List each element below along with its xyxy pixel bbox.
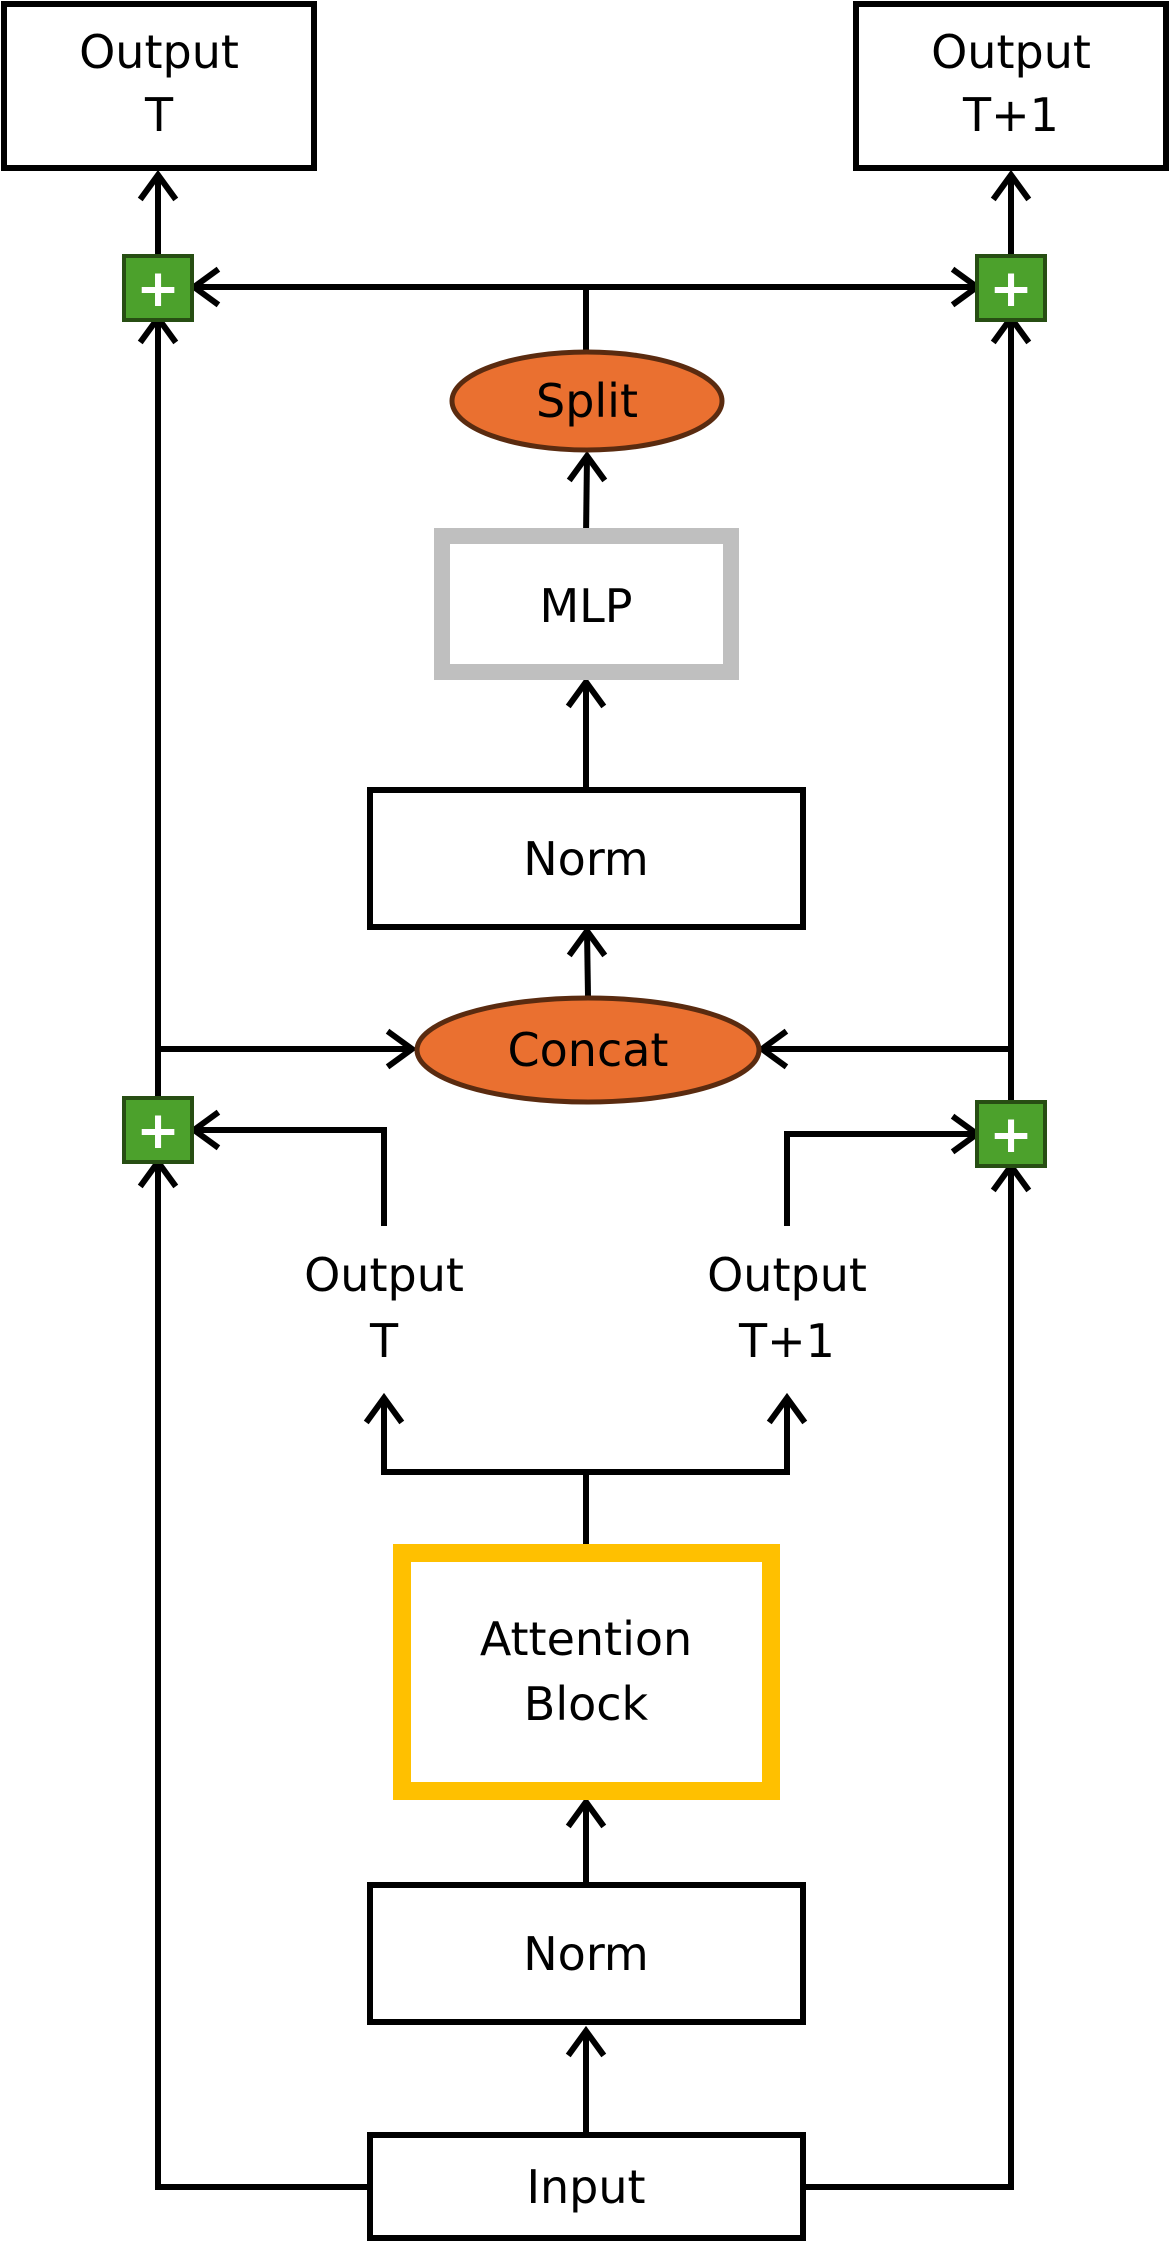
norm-lower-box: Norm xyxy=(367,1882,806,2025)
norm-lower-label: Norm xyxy=(523,1927,648,1981)
arrowhead xyxy=(566,925,608,958)
attention-block-box: Attention Block xyxy=(393,1544,780,1800)
output-t-mid: Output T xyxy=(304,1248,464,1368)
arrowhead xyxy=(565,676,607,709)
arrowhead xyxy=(766,1392,808,1425)
attention-line2: Block xyxy=(524,1677,649,1731)
split-node: Split xyxy=(449,349,725,453)
output-t-top-line1: Output xyxy=(79,25,239,79)
mlp-box: MLP xyxy=(434,528,739,680)
mlp-label: MLP xyxy=(539,579,632,633)
edge-input-residual-left xyxy=(155,1162,370,2190)
arrowhead xyxy=(385,1028,418,1070)
output-t1-top-box: Output T+1 xyxy=(853,1,1169,171)
arrowhead xyxy=(990,169,1032,202)
arrowhead xyxy=(565,1796,607,1829)
edge-concat-to-norm-upper xyxy=(584,930,591,997)
norm-upper-box: Norm xyxy=(367,787,806,930)
plus-glyph: + xyxy=(136,259,180,319)
plus-icon xyxy=(975,254,1047,322)
adder-lower-right: + xyxy=(975,1100,1047,1168)
output-t1-mid: Output T+1 xyxy=(707,1248,867,1368)
adder-lower-left: + xyxy=(122,1096,194,1164)
output-t-mid-line1: Output xyxy=(304,1248,464,1302)
edge-output-t1-mid-to-adder xyxy=(784,1131,977,1226)
arrowhead xyxy=(566,450,608,483)
arrowhead xyxy=(565,2025,607,2058)
split-label: Split xyxy=(536,374,638,428)
concat-node: Concat xyxy=(414,995,762,1105)
adder-upper-left: + xyxy=(122,254,194,322)
plus-icon xyxy=(122,254,194,322)
output-t1-mid-line2: T+1 xyxy=(738,1314,835,1368)
output-t1-mid-line1: Output xyxy=(707,1248,867,1302)
plus-icon xyxy=(122,1096,194,1164)
edge-attention-branch-right xyxy=(586,1398,790,1475)
norm-upper-label: Norm xyxy=(523,832,648,886)
output-t-top-line2: T xyxy=(144,88,174,142)
arrowhead xyxy=(363,1392,405,1425)
input-label: Input xyxy=(526,2160,645,2214)
output-t-top-box: Output T xyxy=(1,1,317,171)
adder-upper-right: + xyxy=(975,254,1047,322)
edge-output-t-mid-to-adder xyxy=(194,1127,387,1226)
output-t-mid-line2: T xyxy=(369,1314,399,1368)
edges xyxy=(137,169,1032,2190)
output-t1-top-line1: Output xyxy=(931,25,1091,79)
plus-glyph: + xyxy=(989,1105,1033,1165)
plus-glyph: + xyxy=(136,1101,180,1161)
attention-line1: Attention xyxy=(480,1612,692,1666)
edge-attention-branch xyxy=(381,1398,589,1549)
output-t1-top-line2: T+1 xyxy=(962,88,1059,142)
arrowhead xyxy=(756,1028,789,1070)
arrowhead xyxy=(137,169,179,202)
edge-input-residual-right xyxy=(802,1166,1014,2190)
plus-icon xyxy=(975,1100,1047,1168)
input-box: Input xyxy=(367,2132,806,2241)
plus-glyph: + xyxy=(989,259,1033,319)
concat-label: Concat xyxy=(508,1023,669,1077)
edge-mlp-to-split xyxy=(583,455,590,537)
